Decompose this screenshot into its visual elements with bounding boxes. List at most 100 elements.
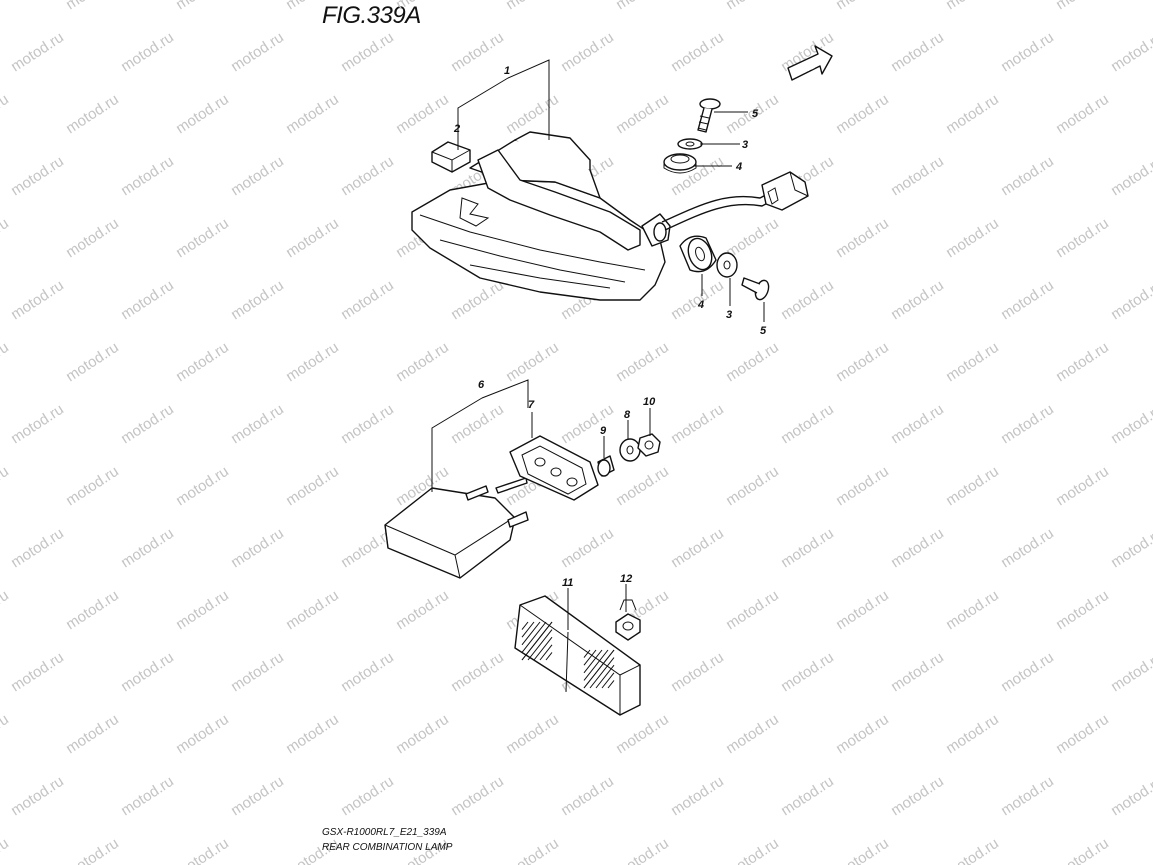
- watermark-text: motod.ru: [63, 587, 122, 634]
- watermark-text: motod.ru: [118, 153, 177, 200]
- watermark-text: motod.ru: [668, 525, 727, 572]
- watermark-text: motod.ru: [283, 91, 342, 138]
- watermark-text: motod.ru: [943, 339, 1002, 386]
- watermark-text: motod.ru: [8, 773, 67, 820]
- watermark-text: motod.ru: [63, 463, 122, 510]
- watermark-text: motod.ru: [63, 711, 122, 758]
- watermark-text: motod.ru: [0, 711, 12, 758]
- watermark-text: motod.ru: [503, 835, 562, 865]
- watermark-text: motod.ru: [503, 711, 562, 758]
- tail-lamp-assembly: [411, 131, 809, 301]
- watermark-text: motod.ru: [833, 463, 892, 510]
- watermark-text: motod.ru: [998, 525, 1057, 572]
- watermark-text: motod.ru: [503, 91, 562, 138]
- figure-title: FIG.339A: [322, 2, 421, 29]
- watermark-text: motod.ru: [283, 711, 342, 758]
- callout-5-top: 5: [752, 108, 759, 120]
- hardware-8-9-10: [597, 433, 661, 477]
- callout-3-bottom: 3: [726, 309, 732, 321]
- watermark-text: motod.ru: [778, 649, 837, 696]
- watermark-text: motod.ru: [8, 153, 67, 200]
- watermark-text: motod.ru: [778, 773, 837, 820]
- watermark-text: motod.ru: [723, 0, 782, 13]
- watermark-text: motod.ru: [228, 525, 287, 572]
- watermark-text: motod.ru: [943, 835, 1002, 865]
- watermark-text: motod.ru: [228, 773, 287, 820]
- watermark-text: motod.ru: [1053, 711, 1112, 758]
- watermark-text: motod.ru: [613, 463, 672, 510]
- watermark-text: motod.ru: [63, 215, 122, 262]
- watermark-text: motod.ru: [283, 463, 342, 510]
- watermark-text: motod.ru: [1053, 463, 1112, 510]
- license-lamp: [384, 477, 529, 579]
- watermark-text: motod.ru: [63, 835, 122, 865]
- watermark-text: motod.ru: [118, 773, 177, 820]
- watermark-text: motod.ru: [778, 401, 837, 448]
- model-code: GSX-R1000RL7_E21_339A: [322, 827, 447, 838]
- diagram-caption: REAR COMBINATION LAMP: [322, 842, 453, 853]
- watermark-text: motod.ru: [173, 0, 232, 13]
- watermark-text: motod.ru: [393, 711, 452, 758]
- watermark-text: motod.ru: [283, 0, 342, 13]
- watermark-text: motod.ru: [118, 29, 177, 76]
- watermark-text: motod.ru: [778, 525, 837, 572]
- watermark-text: motod.ru: [1053, 215, 1112, 262]
- pad-part-2: [431, 141, 471, 173]
- watermark-text: motod.ru: [888, 773, 947, 820]
- watermark-text: motod.ru: [833, 0, 892, 13]
- callout-5-bottom: 5: [760, 325, 767, 337]
- watermark-text: motod.ru: [338, 277, 397, 324]
- watermark-text: motod.ru: [0, 463, 12, 510]
- watermark-text: motod.ru: [0, 835, 12, 865]
- watermark-text: motod.ru: [998, 29, 1057, 76]
- watermark-text: motod.ru: [668, 401, 727, 448]
- watermark-text: motod.ru: [668, 773, 727, 820]
- watermark-text: motod.ru: [1053, 587, 1112, 634]
- watermark-text: motod.ru: [723, 463, 782, 510]
- watermark-text: motod.ru: [0, 587, 12, 634]
- watermark-text: motod.ru: [173, 215, 232, 262]
- watermark-text: motod.ru: [943, 711, 1002, 758]
- watermark-text: motod.ru: [8, 277, 67, 324]
- reflector-part-11: [514, 595, 641, 716]
- watermark-text: motod.ru: [943, 215, 1002, 262]
- watermark-text: motod.ru: [943, 587, 1002, 634]
- watermark-text: motod.ru: [8, 525, 67, 572]
- watermark-text: motod.ru: [173, 587, 232, 634]
- watermark-text: motod.ru: [558, 401, 617, 448]
- leader-lines: [431, 59, 765, 630]
- watermark-text: motod.ru: [1108, 649, 1153, 696]
- watermark-text: motod.ru: [998, 649, 1057, 696]
- watermark-text: motod.ru: [338, 773, 397, 820]
- watermark-text: motod.ru: [558, 773, 617, 820]
- watermark-text: motod.ru: [1108, 277, 1153, 324]
- watermark-text: motod.ru: [943, 463, 1002, 510]
- watermark-text: motod.ru: [888, 525, 947, 572]
- watermark-text: motod.ru: [1053, 0, 1112, 13]
- callout-8: 8: [624, 409, 631, 421]
- watermark-text: motod.ru: [723, 587, 782, 634]
- watermark-text: motod.ru: [338, 649, 397, 696]
- watermark-text: motod.ru: [943, 0, 1002, 13]
- watermark-text: motod.ru: [118, 525, 177, 572]
- watermark-text: motod.ru: [118, 649, 177, 696]
- watermark-text: motod.ru: [503, 0, 562, 13]
- callout-4-bottom: 4: [697, 299, 704, 311]
- callout-11: 11: [562, 577, 573, 589]
- watermark-text: motod.ru: [888, 153, 947, 200]
- watermark-text: motod.ru: [613, 0, 672, 13]
- watermark-text: motod.ru: [613, 711, 672, 758]
- watermark-text: motod.ru: [1053, 91, 1112, 138]
- watermark-text: motod.ru: [63, 339, 122, 386]
- watermark-text: motod.ru: [283, 339, 342, 386]
- watermark-text: motod.ru: [448, 29, 507, 76]
- watermark-text: motod.ru: [228, 277, 287, 324]
- watermark-text: motod.ru: [778, 277, 837, 324]
- watermark-text: motod.ru: [723, 339, 782, 386]
- watermark-text: motod.ru: [393, 587, 452, 634]
- watermark-text: motod.ru: [448, 773, 507, 820]
- watermark-text: motod.ru: [0, 215, 12, 262]
- callout-1: 1: [504, 65, 510, 77]
